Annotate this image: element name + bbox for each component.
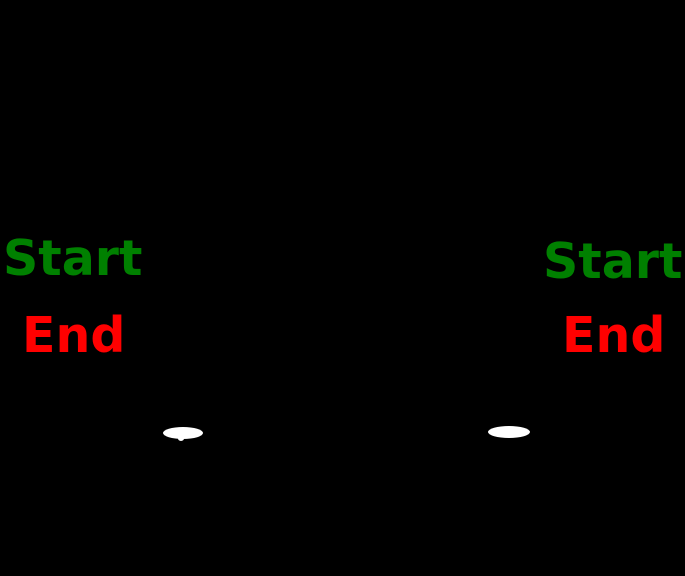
start-label-left: Start xyxy=(3,230,143,287)
end-label-right: End xyxy=(562,307,666,364)
agent-marker-right xyxy=(488,426,530,438)
end-label-left: End xyxy=(22,307,126,364)
start-label-right: Start xyxy=(543,233,683,290)
agent-marker-left xyxy=(163,427,203,439)
agent-marker-left-tail xyxy=(178,436,184,441)
